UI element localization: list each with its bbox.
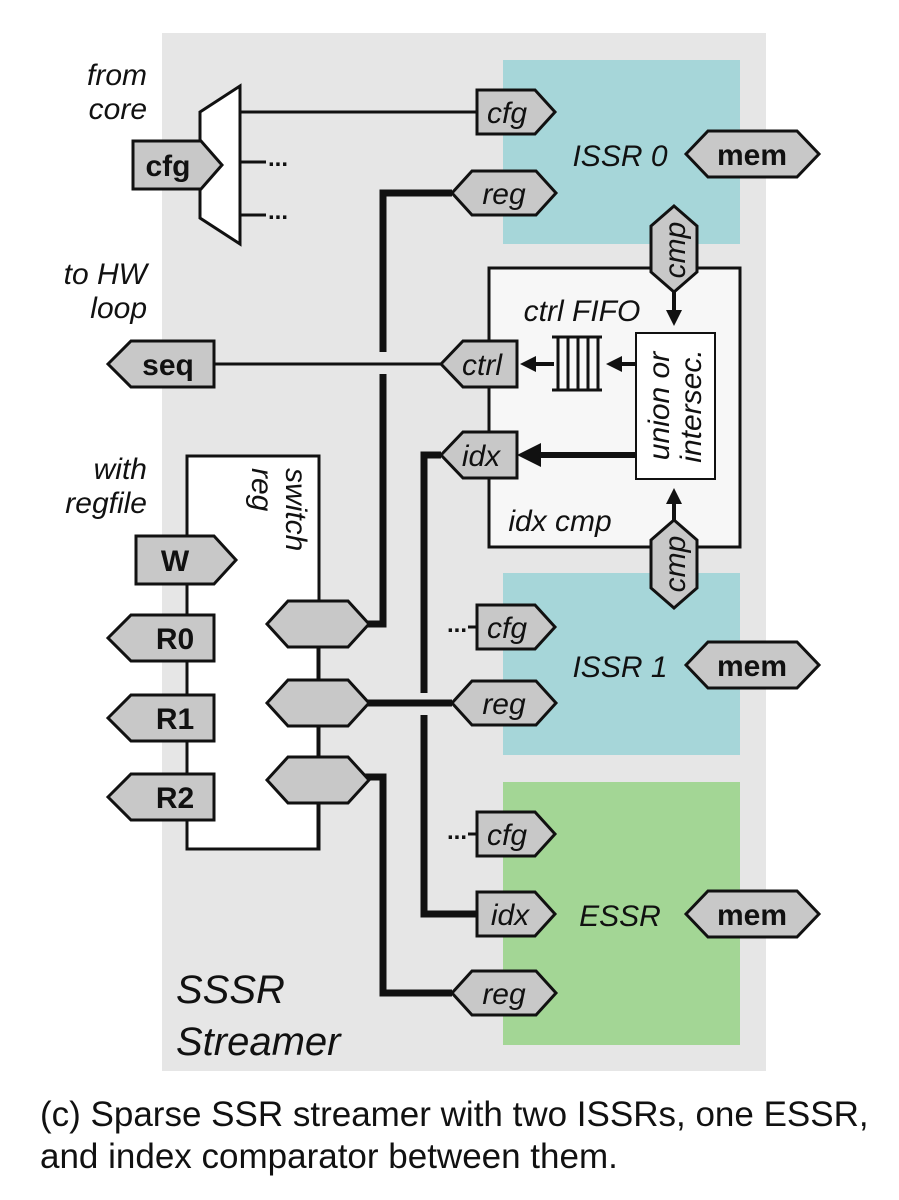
issr1-title: ISSR 1 bbox=[572, 651, 667, 684]
reg-switch-label-2: switch bbox=[279, 468, 312, 551]
issr0-cfg-label: cfg bbox=[487, 97, 527, 130]
union-intersec-box bbox=[635, 332, 716, 480]
to-hw-loop-label-1: to HW bbox=[64, 258, 150, 291]
issr0-title: ISSR 0 bbox=[572, 140, 667, 173]
regfile-r2-label: R2 bbox=[156, 782, 194, 815]
ellipsis-essr-cfg: ... bbox=[447, 818, 467, 845]
reg-switch-label-1: reg bbox=[245, 468, 278, 512]
ctrl-fifo-icon bbox=[552, 335, 602, 392]
bus-issr0-reg bbox=[368, 189, 452, 628]
switch-hex-2[interactable] bbox=[264, 678, 372, 728]
union-intersec-label-2: intersec. bbox=[675, 349, 708, 462]
ctrl-port[interactable] bbox=[438, 339, 519, 389]
ctrl-label: ctrl bbox=[462, 349, 503, 382]
seq-port[interactable] bbox=[105, 339, 216, 389]
to-hw-loop-label-2: loop bbox=[90, 292, 147, 325]
essr-title: ESSR bbox=[579, 900, 661, 933]
cmp-bottom-port[interactable] bbox=[649, 518, 699, 610]
issr0-reg-label: reg bbox=[482, 178, 526, 211]
issr1-reg-port[interactable] bbox=[449, 679, 559, 727]
switch-hex-1[interactable] bbox=[264, 599, 372, 649]
essr-cfg-port[interactable] bbox=[475, 810, 558, 858]
essr-reg-label: reg bbox=[482, 978, 526, 1011]
essr-mem-port[interactable] bbox=[683, 889, 822, 939]
issr1-mem-port[interactable] bbox=[683, 640, 822, 690]
streamer-title-1: SSSR bbox=[176, 968, 285, 1012]
idx-cmp-label: idx cmp bbox=[508, 505, 611, 538]
cmp-idx-port[interactable] bbox=[438, 430, 519, 480]
cmp-top-label: cmp bbox=[659, 222, 692, 279]
from-core-label-1: from bbox=[87, 59, 147, 92]
ellipsis-mux-2: ... bbox=[268, 145, 288, 172]
streamer-title-2: Streamer bbox=[176, 1020, 342, 1064]
issr1-cfg-label: cfg bbox=[487, 612, 527, 645]
sssr-streamer-diagram: union or intersec. cfg reg mem cmp cmp c… bbox=[64, 33, 822, 1071]
issr1-reg-label: reg bbox=[482, 688, 526, 721]
essr-mem-label: mem bbox=[717, 899, 787, 932]
ctrl-fifo-label: ctrl FIFO bbox=[524, 295, 641, 328]
regfile-r1-label: R1 bbox=[156, 703, 194, 736]
essr-idx-port[interactable] bbox=[475, 890, 558, 938]
union-intersec-label-1: union or bbox=[643, 351, 676, 460]
regfile-r0-label: R0 bbox=[156, 623, 194, 656]
issr1-mem-label: mem bbox=[717, 650, 787, 683]
cmp-top-port[interactable] bbox=[649, 204, 699, 294]
cmp-idx-label: idx bbox=[462, 440, 501, 473]
ellipsis-issr1-cfg: ... bbox=[447, 611, 467, 638]
regfile-r2-port[interactable] bbox=[105, 772, 216, 822]
issr0-mem-port[interactable] bbox=[683, 129, 822, 179]
bus-idx bbox=[420, 451, 477, 918]
cmp-bottom-label: cmp bbox=[659, 536, 692, 593]
switch-hex-3[interactable] bbox=[264, 755, 372, 805]
with-regfile-label-1: with bbox=[94, 453, 147, 486]
essr-idx-label: idx bbox=[491, 899, 530, 932]
issr0-cfg-port[interactable] bbox=[475, 88, 558, 136]
regfile-w-port[interactable] bbox=[134, 534, 239, 586]
regfile-r1-port[interactable] bbox=[105, 693, 216, 743]
issr0-reg-port[interactable] bbox=[449, 169, 559, 217]
figure-caption: (c) Sparse SSR streamer with two ISSRs, … bbox=[40, 1095, 869, 1176]
seq-label: seq bbox=[142, 349, 194, 382]
from-core-label-2: core bbox=[89, 93, 147, 126]
regfile-w-label: W bbox=[161, 545, 190, 578]
ellipsis-mux-3: ... bbox=[268, 198, 288, 225]
essr-cfg-label: cfg bbox=[487, 819, 527, 852]
regfile-r0-port[interactable] bbox=[105, 613, 216, 663]
essr-reg-port[interactable] bbox=[449, 969, 559, 1017]
core-cfg-port[interactable] bbox=[131, 139, 224, 191]
issr0-mem-label: mem bbox=[717, 139, 787, 172]
core-cfg-label: cfg bbox=[146, 150, 191, 183]
issr1-cfg-port[interactable] bbox=[475, 603, 558, 651]
with-regfile-label-2: regfile bbox=[65, 487, 147, 520]
